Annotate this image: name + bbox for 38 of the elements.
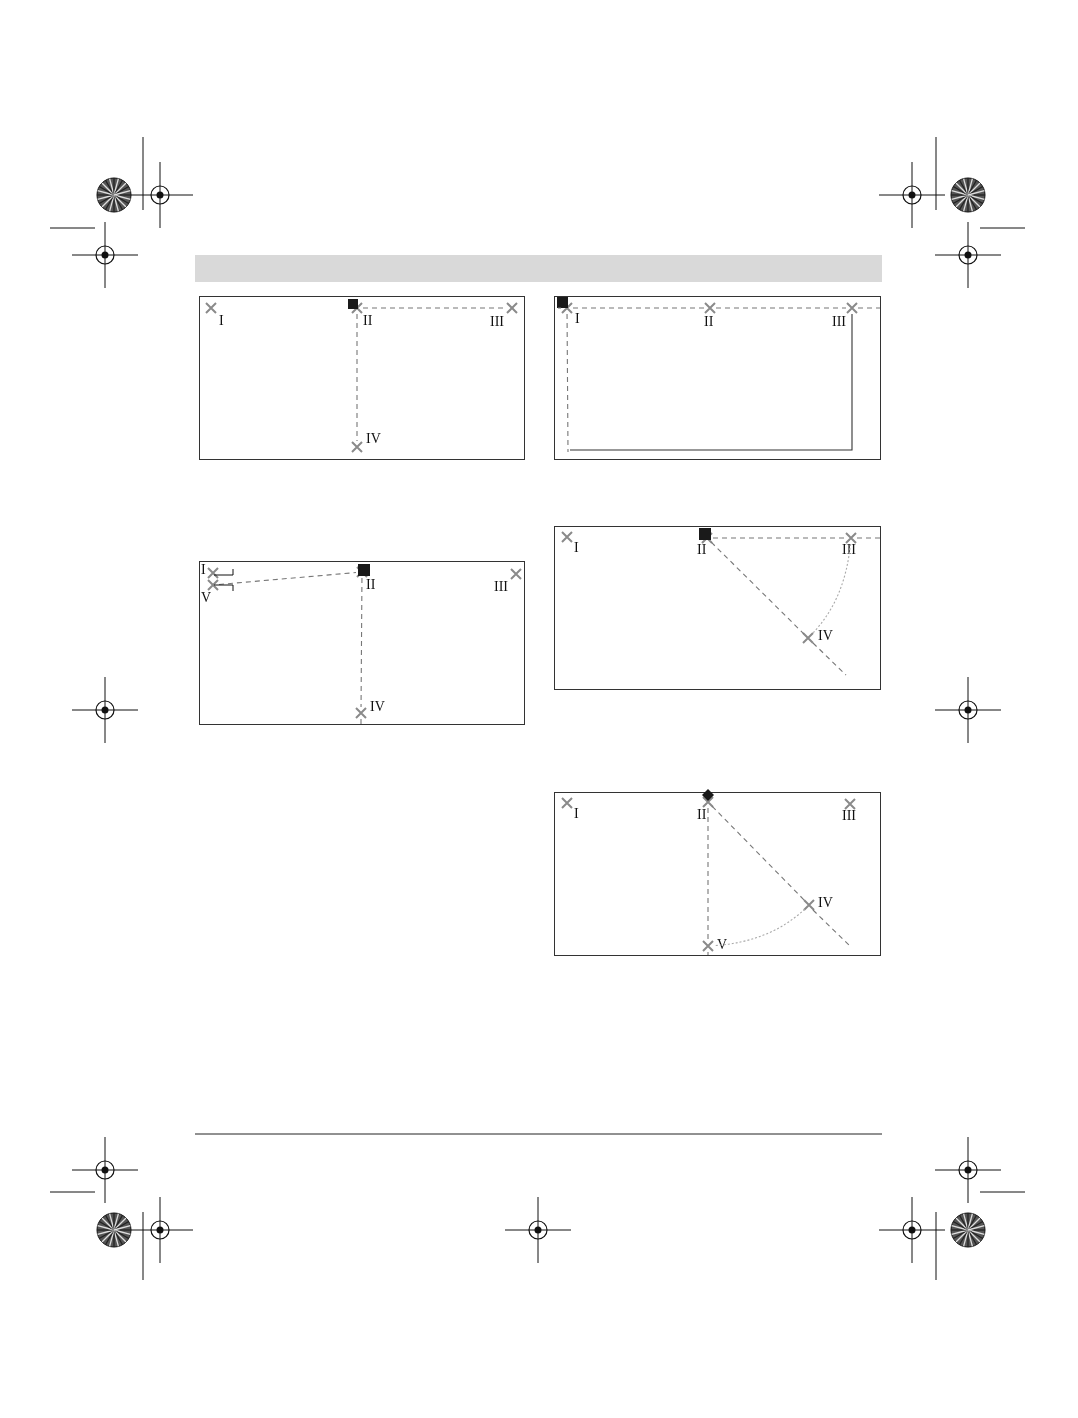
point-label: III <box>842 543 856 557</box>
point-label: II <box>697 808 707 822</box>
dashed-line <box>710 541 805 635</box>
point-label: I <box>574 807 579 821</box>
point-label: V <box>717 938 728 952</box>
arc-line <box>811 543 851 635</box>
dashed-line <box>566 313 569 453</box>
point-label: II <box>697 543 707 557</box>
point-label: III <box>832 315 846 329</box>
point-label: IV <box>818 896 833 910</box>
dashed-line <box>715 307 847 309</box>
diagram-panel <box>199 561 525 725</box>
diagram-panel <box>199 296 525 460</box>
point-label: II <box>704 315 714 329</box>
dashed-line <box>707 807 709 941</box>
point-label: III <box>494 580 508 594</box>
dashed-line <box>712 537 846 539</box>
point-label: IV <box>370 700 385 714</box>
point-label: IV <box>366 432 381 446</box>
point-label: IV <box>818 629 833 643</box>
point-label: I <box>201 563 206 577</box>
dashed-line <box>572 307 705 309</box>
point-label: II <box>363 314 373 328</box>
point-label: I <box>574 541 579 555</box>
point-label: I <box>219 314 224 328</box>
dashed-line <box>356 313 358 442</box>
point-label: V <box>201 591 212 605</box>
solid-line <box>569 313 853 451</box>
point-label: I <box>575 312 580 326</box>
point-label: III <box>842 809 856 823</box>
dashed-line <box>711 805 806 902</box>
diagram-panel <box>554 526 881 690</box>
point-label: II <box>366 578 376 592</box>
arc-line <box>713 908 806 947</box>
diagram-panel <box>554 296 881 460</box>
dashed-line <box>360 577 363 708</box>
point-label: III <box>490 315 504 329</box>
diagram-panel <box>554 792 881 956</box>
